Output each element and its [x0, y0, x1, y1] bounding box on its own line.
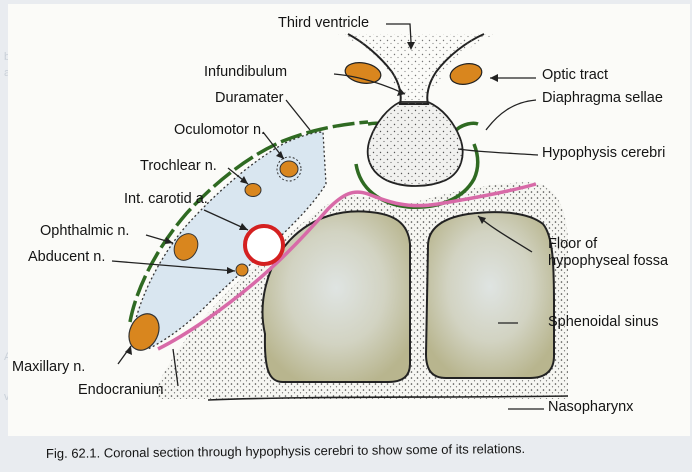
label-ophthalmic: Ophthalmic n.: [40, 223, 129, 240]
sinus-right: [426, 212, 554, 378]
label-infundibulum: Infundibulum: [204, 64, 287, 81]
label-diaphragma-sellae: Diaphragma sellae: [542, 90, 663, 107]
label-int-carotid: Int. carotid a.: [124, 191, 208, 208]
label-hypophysis-cerebri: Hypophysis cerebri: [542, 145, 665, 162]
abducent-nerve: [236, 264, 248, 276]
label-duramater: Duramater: [215, 90, 284, 107]
label-trochlear: Trochlear n.: [140, 158, 217, 175]
label-oculomotor: Oculomotor n.: [174, 122, 265, 139]
label-optic-tract: Optic tract: [542, 67, 608, 84]
label-third-ventricle: Third ventricle: [278, 15, 369, 32]
label-abducent: Abducent n.: [28, 249, 105, 266]
internal-carotid-artery: [245, 226, 283, 264]
trochlear-nerve: [245, 184, 261, 197]
label-endocranium: Endocranium: [78, 382, 163, 399]
label-nasopharynx: Nasopharynx: [548, 399, 633, 416]
label-floor-of: Floor of: [548, 236, 597, 253]
label-maxillary: Maxillary n.: [12, 359, 85, 376]
label-hypophyseal-fossa: hypophyseal fossa: [548, 253, 668, 270]
label-sphenoidal-sinus: Sphenoidal sinus: [548, 314, 658, 331]
oculomotor-nerve: [280, 161, 298, 177]
